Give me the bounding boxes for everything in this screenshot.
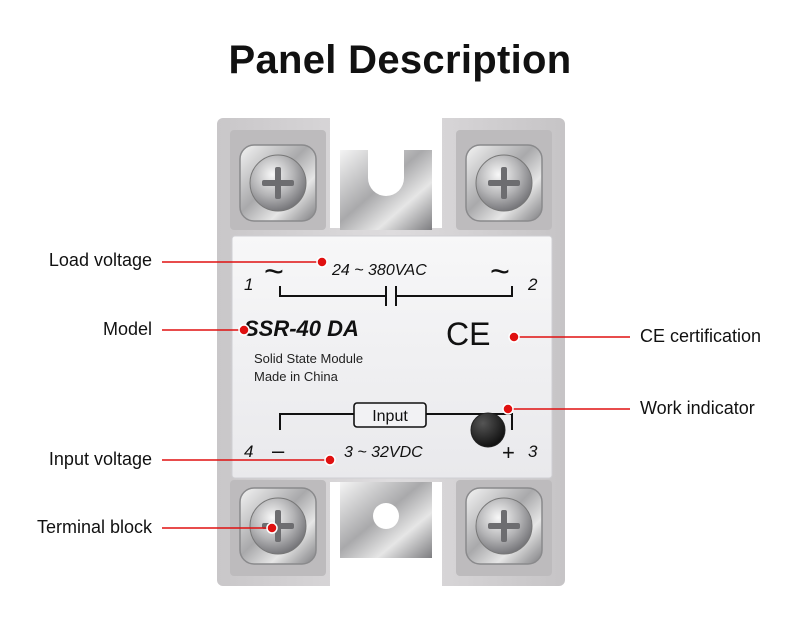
bottom-mounting-plate	[340, 482, 432, 558]
top-mounting-plate	[340, 150, 432, 230]
load-circuit-symbol	[279, 286, 513, 306]
screw-terminal-bottom-left	[239, 487, 317, 565]
callout-dot-load-voltage	[316, 256, 328, 268]
label-work-indicator: Work indicator	[640, 398, 755, 418]
ac-symbol-right: ~	[490, 253, 510, 291]
screw-terminal-top-left	[239, 144, 317, 222]
terminal-1-label: 1	[244, 275, 253, 294]
callout-dot-input-voltage	[324, 454, 336, 466]
callout-dot-work-indicator	[502, 403, 514, 415]
minus-sign: –	[272, 438, 285, 463]
terminal-2-label: 2	[527, 275, 538, 294]
screw-terminal-top-right	[465, 144, 543, 222]
input-tag-box	[353, 402, 427, 428]
label-load-voltage: Load voltage	[48, 250, 152, 270]
plus-sign: +	[502, 440, 515, 465]
input-tag: Input	[372, 408, 408, 425]
callout-dot-ce	[508, 331, 520, 343]
load-voltage-range: 24 ~ 380VAC	[331, 262, 427, 279]
label-terminal-block: Terminal block	[36, 517, 152, 537]
terminal-4-label: 4	[244, 442, 253, 461]
origin-text: Made in China	[254, 369, 339, 384]
input-circuit-symbol	[279, 413, 513, 430]
callout-dot-terminal-block	[266, 522, 278, 534]
input-voltage-range: 3 ~ 32VDC	[344, 444, 423, 461]
label-ce-certification: CE certification	[640, 326, 762, 346]
model-number: SSR-40 DA	[244, 316, 359, 341]
terminal-3-label: 3	[528, 442, 538, 461]
module-subtitle: Solid State Module	[254, 351, 363, 366]
callouts	[162, 256, 630, 534]
work-indicator-led	[470, 412, 506, 448]
ce-mark: CE	[446, 316, 490, 352]
callout-dot-model	[238, 324, 250, 336]
label-input-voltage: Input voltage	[48, 449, 152, 469]
screw-terminal-bottom-right	[465, 487, 543, 565]
page-title: Panel Description	[228, 38, 572, 82]
label-model: Model	[102, 319, 152, 339]
ac-symbol-left: ~	[264, 253, 284, 291]
